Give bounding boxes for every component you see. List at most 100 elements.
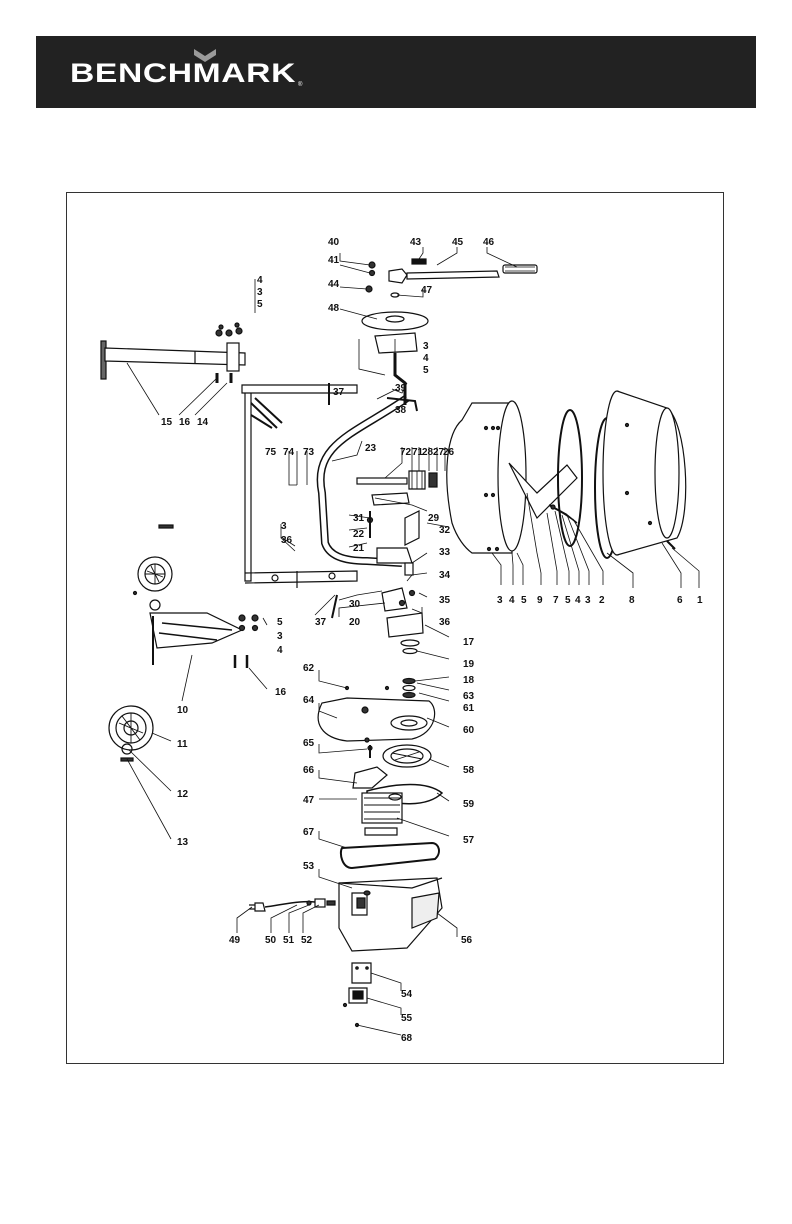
callout-label: 65 — [303, 738, 315, 749]
callout-label: 3 — [277, 631, 283, 642]
callout-label: 57 — [463, 835, 475, 846]
callout-label: 3 — [423, 341, 429, 352]
header-banner: BENCHMARK ® — [36, 36, 756, 108]
motor-gasket — [341, 843, 439, 868]
trademark-symbol: ® — [298, 81, 303, 88]
callout-label: 30 — [349, 599, 361, 610]
callout-label: 15 — [161, 417, 173, 428]
benchmark-logo: BENCHMARK ® — [36, 36, 756, 108]
callout-label: 13 — [177, 837, 189, 848]
exploded-parts-diagram: 40 41 43 45 46 44 47 48 4 3 5 3 4 5 39 3… — [66, 192, 724, 1064]
callout-label: 55 — [401, 1013, 413, 1024]
callout-label: 5 — [277, 617, 283, 628]
callout-label: 43 — [410, 237, 422, 248]
callout-label: 41 — [328, 255, 340, 266]
handle-bar-group — [101, 323, 245, 383]
callout-label: 17 — [463, 637, 475, 648]
power-cord — [249, 899, 335, 911]
callout-label: 32 — [439, 525, 451, 536]
callout-label: 59 — [463, 799, 475, 810]
callout-label: 37 — [315, 617, 327, 628]
callout-label: 36 — [439, 617, 451, 628]
callout-label: 21 — [353, 543, 365, 554]
callout-label: 2 — [599, 595, 605, 606]
callout-label: 5 — [257, 299, 263, 310]
callout-label: 48 — [328, 303, 340, 314]
callout-label: 12 — [177, 789, 189, 800]
callout-label: 56 — [461, 935, 473, 946]
callout-label: 9 — [537, 595, 543, 606]
diagram-canvas: 40 41 43 45 46 44 47 48 4 3 5 3 4 5 39 3… — [67, 193, 725, 1065]
callout-label: 5 — [423, 365, 429, 376]
callout-label: 16 — [275, 687, 287, 698]
callout-label: 73 — [303, 447, 315, 458]
callout-label: 68 — [401, 1033, 413, 1044]
callout-label: 63 — [463, 691, 475, 702]
callout-label: 4 — [423, 353, 429, 364]
callout-label: 8 — [629, 595, 635, 606]
callout-label: 66 — [303, 765, 315, 776]
callout-label: 31 — [353, 513, 365, 524]
callout-label: 37 — [333, 387, 345, 398]
callout-label: 18 — [463, 675, 475, 686]
callout-label: 46 — [483, 237, 495, 248]
callout-label: 3 — [281, 521, 287, 532]
callout-label: 4 — [509, 595, 515, 606]
callout-label: 23 — [365, 443, 377, 454]
callout-label: 50 — [265, 935, 277, 946]
callout-label: 58 — [463, 765, 475, 776]
callout-label: 47 — [421, 285, 433, 296]
callout-label: 4 — [257, 275, 263, 286]
callout-label: 3 — [497, 595, 503, 606]
callout-label: 72 — [400, 447, 412, 458]
callout-label: 4 — [277, 645, 283, 656]
callout-label: 5 — [521, 595, 527, 606]
callout-label: 53 — [303, 861, 315, 872]
callout-label: 62 — [303, 663, 315, 674]
callout-label: 61 — [463, 703, 475, 714]
callout-label: 74 — [283, 447, 295, 458]
callout-label: 54 — [401, 989, 413, 1000]
callout-label: 34 — [439, 570, 451, 581]
callout-label: 29 — [428, 513, 440, 524]
callout-label: 1 — [697, 595, 703, 606]
callout-label: 4 — [575, 595, 581, 606]
callout-label: 44 — [328, 279, 340, 290]
callout-label: 45 — [452, 237, 464, 248]
callout-label: 40 — [328, 237, 340, 248]
pulley-motor-parts — [353, 745, 442, 835]
drum-front-half — [603, 391, 686, 555]
callout-label: 67 — [303, 827, 315, 838]
wheel-assembly — [109, 525, 258, 761]
brand-name: BENCHMARK — [70, 58, 296, 88]
callout-label: 47 — [303, 795, 315, 806]
callout-label: 60 — [463, 725, 475, 736]
switch-parts — [344, 963, 372, 1027]
callout-label: 6 — [677, 595, 683, 606]
base-housing — [339, 878, 442, 951]
callout-label: 22 — [353, 529, 365, 540]
callout-label: 20 — [349, 617, 361, 628]
callout-label: 39 — [395, 383, 407, 394]
callout-label: 64 — [303, 695, 315, 706]
callout-label: 38 — [395, 405, 407, 416]
callout-label: 52 — [301, 935, 313, 946]
crank-assembly — [362, 259, 537, 405]
callout-label: 19 — [463, 659, 475, 670]
callout-label: 33 — [439, 547, 451, 558]
callout-label: 16 — [179, 417, 191, 428]
callout-label: 5 — [565, 595, 571, 606]
callout-label: 11 — [177, 739, 188, 750]
callout-label: 10 — [177, 705, 189, 716]
callout-label: 36 — [281, 535, 293, 546]
callout-label: 49 — [229, 935, 241, 946]
callout-label: 3 — [585, 595, 591, 606]
callout-label: 7 — [553, 595, 559, 606]
callout-label: 35 — [439, 595, 451, 606]
callout-label: 28 — [422, 447, 434, 458]
callout-label: 3 — [257, 287, 263, 298]
callout-label: 51 — [283, 935, 295, 946]
callout-label: 14 — [197, 417, 209, 428]
callout-label: 75 — [265, 447, 277, 458]
callout-label: 26 — [443, 447, 455, 458]
